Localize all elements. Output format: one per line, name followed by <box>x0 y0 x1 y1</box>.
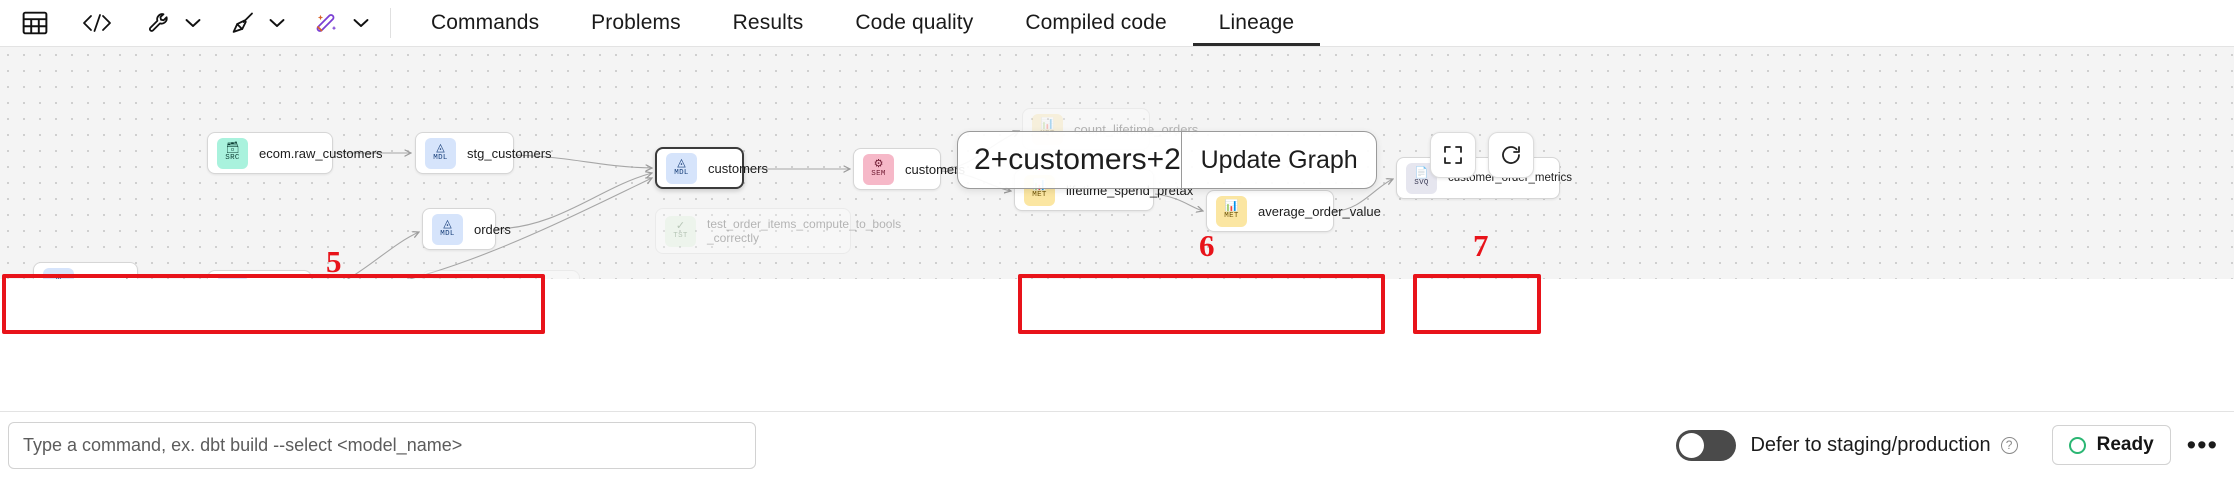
lineage-graph-canvas[interactable]: 🗃SRC ecom.raw_customers ◬MDL stg_custome… <box>0 47 2234 279</box>
node-label: average_order_value <box>1258 203 1381 219</box>
defer-toggle[interactable] <box>1676 429 1737 461</box>
lineage-node-customers-semantic[interactable]: ⚙SEM customers <box>853 148 965 190</box>
panel-tabs: Commands Problems Results Code quality C… <box>405 0 1320 46</box>
tab-problems[interactable]: Problems <box>591 11 681 34</box>
test-icon: ✓TST <box>432 275 463 279</box>
table-view-icon[interactable] <box>14 3 56 43</box>
toggle-knob <box>1679 432 1705 458</box>
annotation-box-7 <box>1413 274 1541 334</box>
update-graph-button[interactable]: Update Graph <box>1200 145 1358 174</box>
node-label: test_order_items_compute_to_bools _corre… <box>707 217 902 245</box>
status-label: Ready <box>2096 434 2154 455</box>
cube-icon: ◬MDL <box>43 267 74 279</box>
node-label: stg_customers <box>467 145 552 161</box>
help-icon[interactable]: ? <box>2000 436 2018 454</box>
node-label: ecom.raw_customers <box>259 145 383 161</box>
cube-icon: ◬MDL <box>217 275 248 279</box>
lineage-node-stg-customers[interactable]: ◬MDL stg_customers <box>415 132 552 174</box>
editor-toolbar: Commands Problems Results Code quality C… <box>0 0 2234 47</box>
lineage-node-stg-orders[interactable]: ◬MDL stg_orders <box>33 262 146 279</box>
cube-icon: ◬MDL <box>666 152 697 184</box>
lineage-node-customer-order-metrics[interactable]: 📄SVQ customer_order_metrics <box>1396 157 1572 199</box>
more-options-button[interactable]: ••• <box>2186 430 2218 460</box>
test-icon: ✓TST <box>665 215 696 247</box>
defer-control-group: Defer to staging/production ? <box>1676 429 2018 461</box>
clean-tools-group <box>222 3 290 43</box>
toolbar-icon-group <box>0 0 405 46</box>
refresh-graph-button[interactable] <box>1488 132 1534 178</box>
broom-dropdown-caret[interactable] <box>264 3 290 43</box>
lineage-node-test-supply-costs[interactable]: ✓TST test_supply_costs_sum_correctly <box>422 270 580 279</box>
defer-label: Defer to staging/production <box>1750 433 1991 456</box>
tab-compiled-code[interactable]: Compiled code <box>1025 11 1167 34</box>
node-label: customers <box>708 160 768 176</box>
wrench-icon[interactable] <box>138 3 180 43</box>
code-view-icon[interactable] <box>76 3 118 43</box>
tab-code-quality[interactable]: Code quality <box>855 11 974 34</box>
lineage-node-customers-model[interactable]: ◬MDL customers <box>655 147 768 189</box>
semantic-icon: ⚙SEM <box>863 153 894 185</box>
toolbar-divider <box>390 8 391 38</box>
node-label: stg_orders <box>85 276 146 280</box>
overlay-divider <box>1180 131 1183 189</box>
graph-selector-value[interactable]: 2+customers+2 <box>974 143 1181 176</box>
wrench-dropdown-caret[interactable] <box>180 3 206 43</box>
command-input-wrap <box>8 421 756 469</box>
ai-sparkle-icon[interactable] <box>306 3 348 43</box>
ai-tools-group <box>306 3 374 43</box>
lineage-node-orders[interactable]: ◬MDL orders <box>422 208 511 250</box>
cube-icon: ◬MDL <box>432 213 463 245</box>
update-graph-overlay: 2+customers+2 Update Graph <box>957 131 1377 189</box>
format-tools-group <box>138 3 206 43</box>
command-input[interactable] <box>8 421 756 469</box>
broom-icon[interactable] <box>222 3 264 43</box>
node-label: orders <box>474 221 511 237</box>
ai-dropdown-caret[interactable] <box>348 3 374 43</box>
lineage-node-order-items[interactable]: ◬MDL order_items <box>207 270 312 279</box>
cube-icon: ◬MDL <box>425 137 456 169</box>
tab-lineage[interactable]: Lineage <box>1193 0 1320 46</box>
node-label: customers <box>905 161 965 177</box>
lineage-node-average-order-value[interactable]: 📊MET average_order_value <box>1206 190 1381 232</box>
lineage-node-test-order-items[interactable]: ✓TST test_order_items_compute_to_bools _… <box>655 208 901 254</box>
status-badge[interactable]: Ready <box>2051 425 2171 465</box>
command-bar: Defer to staging/production ? Ready ••• <box>0 411 2234 478</box>
metric-icon: 📊MET <box>1216 195 1247 227</box>
annotation-box-6 <box>1018 274 1385 334</box>
annotation-box-5 <box>2 274 545 334</box>
status-dot-icon <box>2068 436 2086 454</box>
fullscreen-button[interactable] <box>1430 132 1476 178</box>
database-icon: 🗃SRC <box>217 137 248 169</box>
tab-commands[interactable]: Commands <box>431 11 540 34</box>
node-label: customer_order_metrics <box>1448 172 1572 184</box>
lineage-node-ecom-raw-customers[interactable]: 🗃SRC ecom.raw_customers <box>207 132 383 174</box>
tab-results[interactable]: Results <box>732 11 804 34</box>
